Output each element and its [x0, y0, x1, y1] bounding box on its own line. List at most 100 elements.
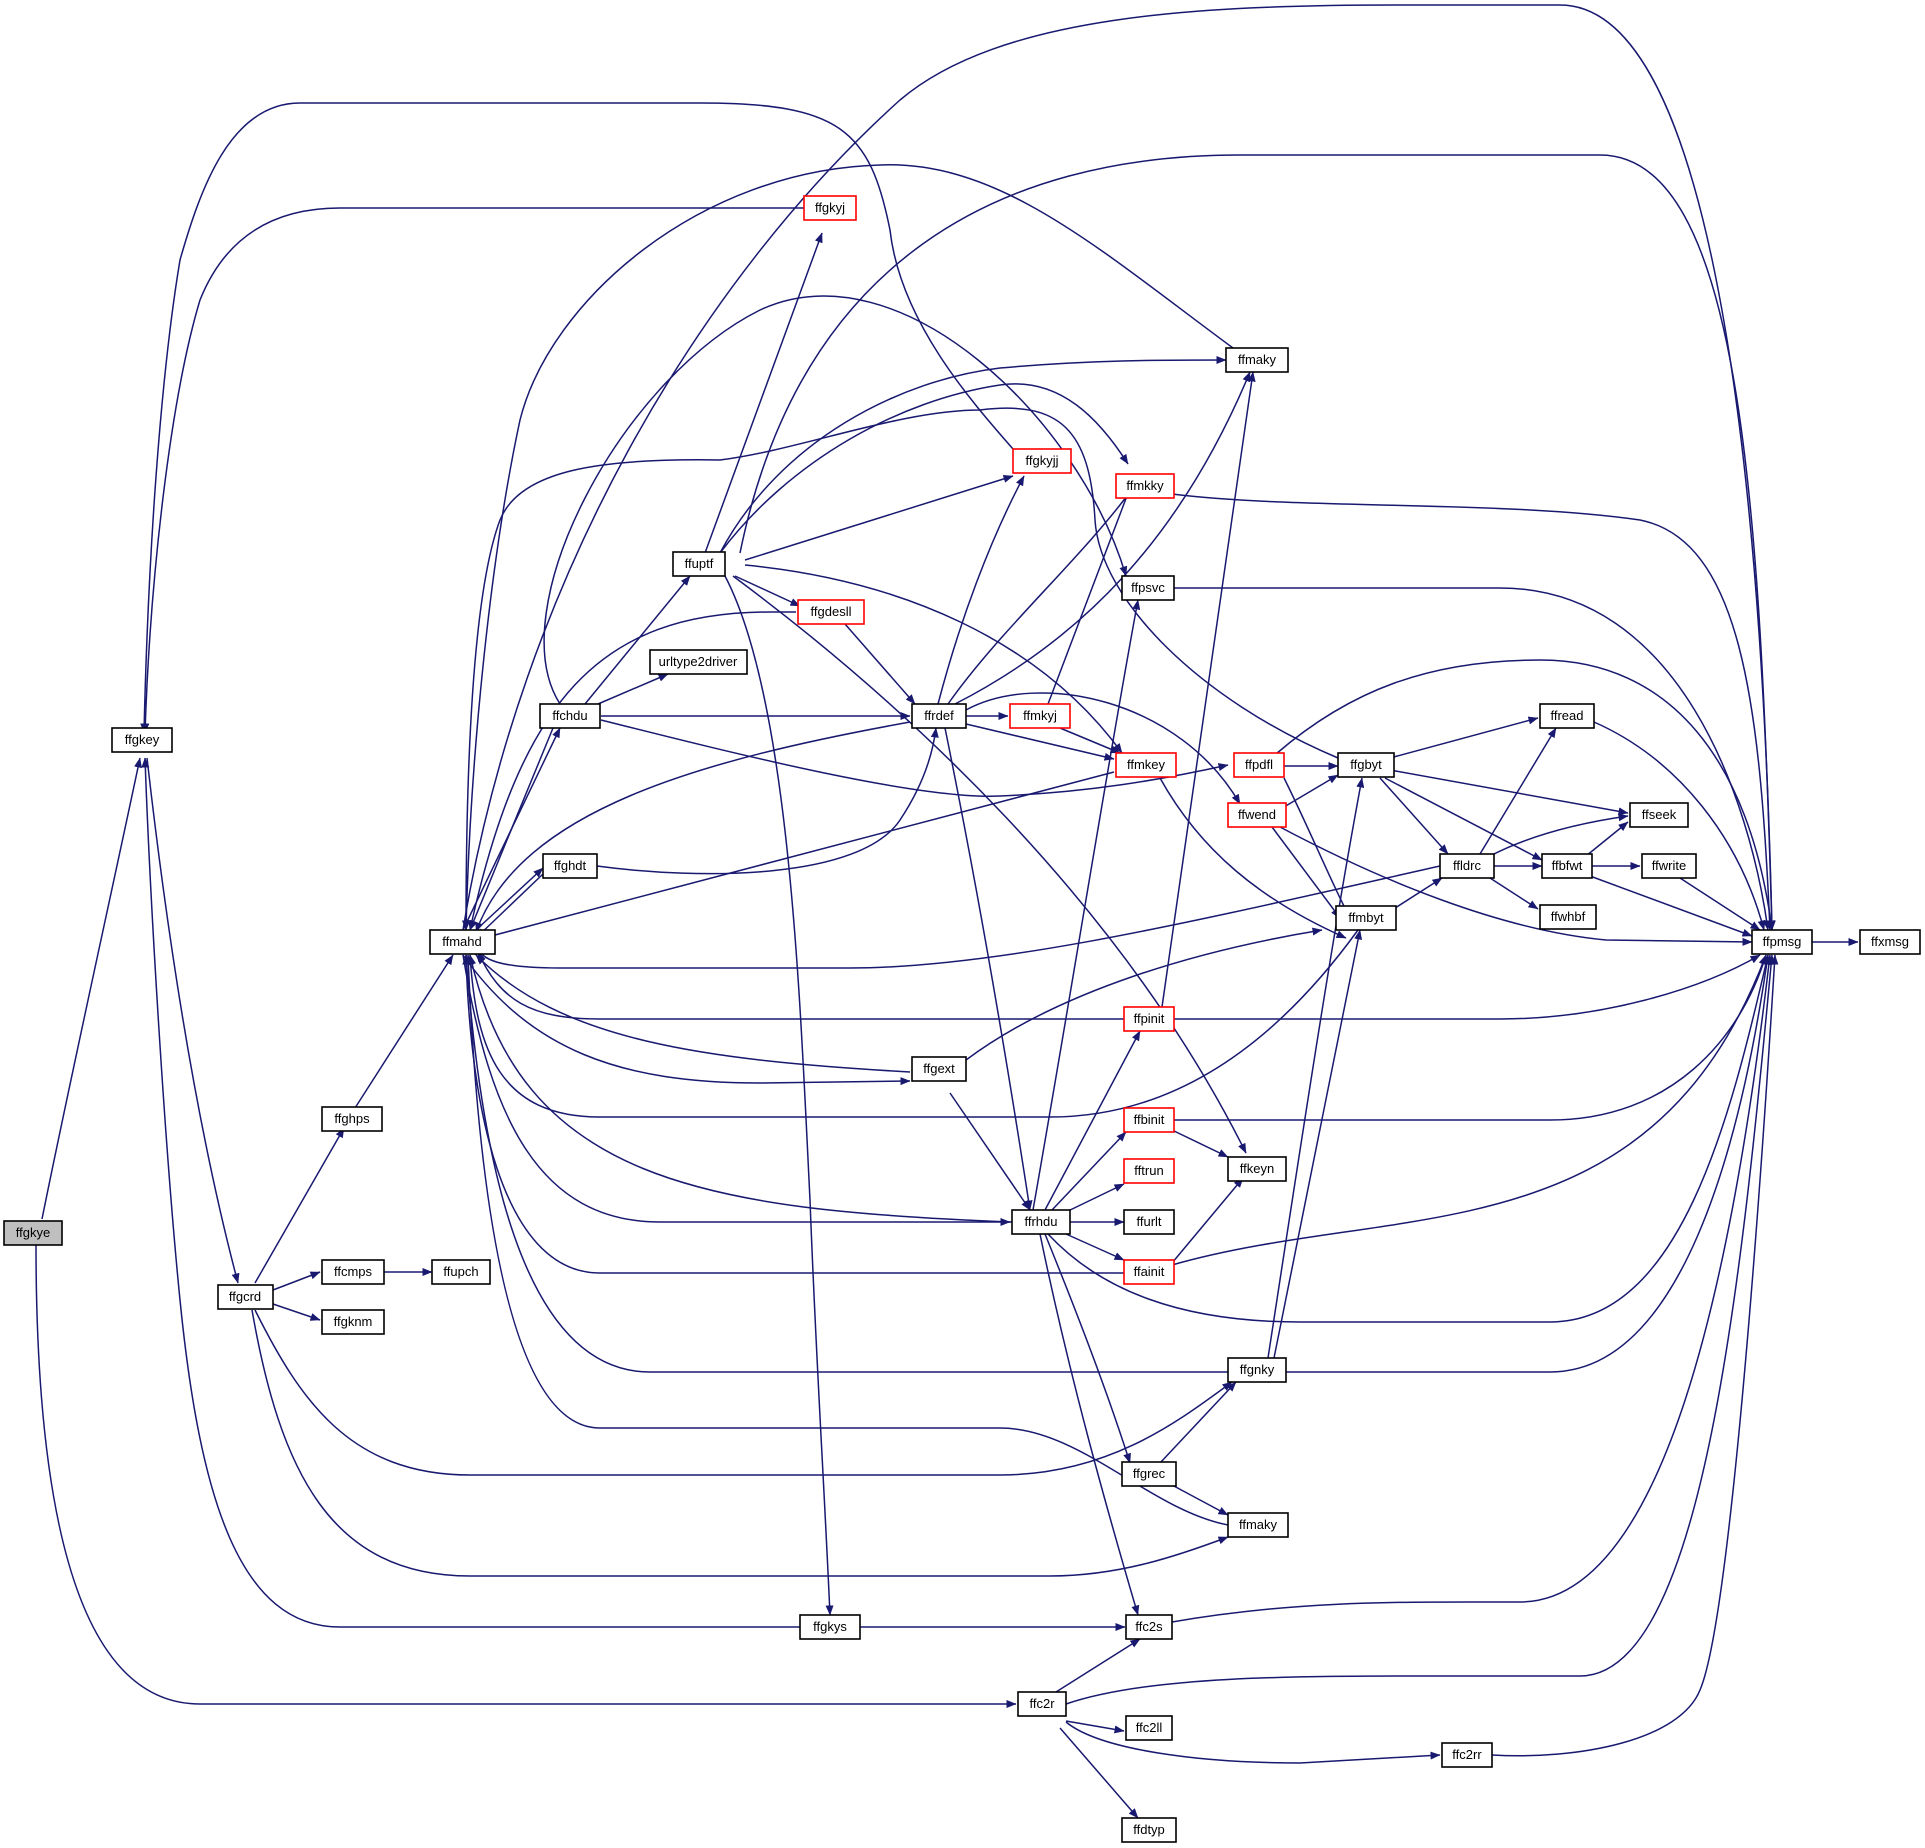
edge-ffmkey-ffmahd	[475, 771, 1115, 942]
node-ffuptf[interactable]: ffuptf	[672, 551, 726, 577]
node-ffgkys[interactable]: ffgkys	[799, 1614, 861, 1640]
node-ffgdesll[interactable]: ffgdesll	[797, 599, 865, 625]
node-ffgbyt[interactable]: ffgbyt	[1337, 752, 1395, 778]
node-ffxmsg[interactable]: ffxmsg	[1859, 929, 1921, 955]
node-ffmkyj[interactable]: ffmkyj	[1009, 703, 1071, 729]
edge-ffgnky-ffmahd	[462, 954, 1228, 1373]
edge-ffuptf-ffmkey	[744, 564, 1123, 754]
node-ffmahd[interactable]: ffmahd	[429, 929, 496, 955]
edge-ffuptf-ffmaky-top	[719, 356, 1227, 554]
edge-ffmaky-bottom-ffmahd	[464, 954, 1229, 1526]
edge-ffbinit-ffpmsg	[1172, 954, 1768, 1121]
edge-ffuptf-ffgkyjj	[744, 475, 1014, 561]
node-ffghdt[interactable]: ffghdt	[542, 853, 598, 879]
edge-ffrhdu-ffpinit	[1044, 1030, 1141, 1211]
svg-text:ffldrc: ffldrc	[1453, 858, 1481, 873]
node-ffwhbf[interactable]: ffwhbf	[1539, 904, 1597, 930]
node-ffgrec[interactable]: ffgrec	[1121, 1461, 1177, 1487]
edge-ffgrec-ffmaky-bottom	[1171, 1484, 1229, 1516]
node-ffgcrd[interactable]: ffgcrd	[217, 1284, 274, 1310]
edge-ffgnky-ffpmsg	[1286, 954, 1771, 1373]
svg-text:ffwend: ffwend	[1238, 807, 1276, 822]
edge-ffpdfl-ffpmsg	[1275, 659, 1775, 931]
node-ffc2rr[interactable]: ffc2rr	[1441, 1742, 1493, 1768]
svg-text:ffseek: ffseek	[1642, 807, 1677, 822]
edge-ffmahd-ffpmsg	[462, 4, 1776, 931]
node-ffrdef[interactable]: ffrdef	[911, 703, 967, 729]
node-ffc2ll[interactable]: ffc2ll	[1125, 1715, 1173, 1741]
node-ffcmps[interactable]: ffcmps	[321, 1259, 385, 1285]
node-ffc2s[interactable]: ffc2s	[1125, 1614, 1173, 1640]
node-ffpinit[interactable]: ffpinit	[1123, 1006, 1175, 1032]
node-urltype2driver[interactable]: urltype2driver	[649, 649, 748, 675]
node-ffread[interactable]: ffread	[1539, 703, 1595, 729]
edge-ffrdef-ffmkey	[965, 723, 1115, 761]
node-ffgext[interactable]: ffgext	[911, 1056, 967, 1082]
node-ffmkky[interactable]: ffmkky	[1115, 473, 1175, 499]
svg-text:ffmahd: ffmahd	[442, 934, 482, 949]
svg-text:ffrdef: ffrdef	[924, 708, 954, 723]
node-ffurlt[interactable]: ffurlt	[1123, 1209, 1175, 1235]
edge-ffwrite-ffpmsg	[1679, 877, 1761, 931]
node-ffpdfl[interactable]: ffpdfl	[1233, 752, 1285, 778]
node-ffkeyn[interactable]: ffkeyn	[1227, 1156, 1287, 1182]
edge-ffrhdu-ffgrec	[1044, 1233, 1131, 1464]
node-fftrun[interactable]: fftrun	[1123, 1158, 1175, 1184]
node-ffbfwt[interactable]: ffbfwt	[1541, 853, 1593, 879]
edge-ffgcrd-ffgnky	[254, 1309, 1233, 1476]
node-ffrhdu[interactable]: ffrhdu	[1011, 1209, 1071, 1235]
node-ffgkyj[interactable]: ffgkyj	[803, 195, 857, 221]
edge-ffuptf-ffkeyn	[732, 575, 1247, 1154]
edge-ffgcrd-ffgknm	[272, 1303, 321, 1321]
edge-ffgdesll-ffmahd	[468, 611, 796, 931]
edge-ffmkey-ffmbyt	[1159, 777, 1347, 939]
edge-ffbfwt-ffseek	[1585, 821, 1629, 857]
svg-text:ffmaky: ffmaky	[1239, 1517, 1278, 1532]
node-ffmbyt[interactable]: ffmbyt	[1335, 905, 1397, 931]
svg-text:ffghdt: ffghdt	[554, 858, 587, 873]
svg-text:ffcmps: ffcmps	[334, 1264, 373, 1279]
node-ffmaky-top[interactable]: ffmaky	[1225, 347, 1289, 373]
svg-text:ffpdfl: ffpdfl	[1245, 757, 1273, 772]
edge-ffldrc-ffwhbf	[1489, 877, 1539, 910]
svg-text:urltype2driver: urltype2driver	[659, 654, 738, 669]
node-ffgkye[interactable]: ffgkye	[3, 1220, 63, 1246]
node-ffgnky[interactable]: ffgnky	[1227, 1357, 1287, 1383]
node-ffdtyp[interactable]: ffdtyp	[1121, 1817, 1177, 1843]
node-ffmkey[interactable]: ffmkey	[1115, 752, 1177, 778]
edge-ffwend-ffpmsg	[1279, 826, 1753, 946]
node-ffpsvc[interactable]: ffpsvc	[1121, 575, 1175, 601]
node-ffldrc[interactable]: ffldrc	[1439, 853, 1495, 879]
edge-ffwend-ffmbyt	[1271, 826, 1341, 919]
edge-ffgbyt-ffmahd	[462, 407, 1339, 931]
svg-text:ffchdu: ffchdu	[552, 708, 587, 723]
node-ffwend[interactable]: ffwend	[1227, 802, 1287, 828]
svg-text:ffkeyn: ffkeyn	[1240, 1161, 1274, 1176]
svg-text:ffpsvc: ffpsvc	[1131, 580, 1165, 595]
node-ffwrite[interactable]: ffwrite	[1641, 853, 1697, 879]
edge-ffc2r-ffc2rr	[1065, 1721, 1441, 1764]
node-ffgkyjj[interactable]: ffgkyjj	[1012, 448, 1072, 474]
node-ffghps[interactable]: ffghps	[321, 1106, 383, 1132]
node-ffgknm[interactable]: ffgknm	[321, 1309, 385, 1335]
node-ffgkey[interactable]: ffgkey	[111, 727, 173, 753]
node-ffchdu[interactable]: ffchdu	[539, 703, 601, 729]
edge-ffpdfl-ffmbyt	[1283, 777, 1351, 919]
edge-ffrhdu-fftrun	[1065, 1183, 1125, 1213]
node-ffpmsg[interactable]: ffpmsg	[1751, 929, 1813, 955]
edge-ffpinit-ffpmsg	[1172, 954, 1761, 1020]
edge-ffgbyt-ffbfwt	[1384, 777, 1543, 861]
node-ffbinit[interactable]: ffbinit	[1123, 1107, 1175, 1133]
edge-ffc2r-ffc2s	[1055, 1638, 1141, 1693]
edge-ffghdt-ffmahd	[475, 873, 544, 939]
node-ffainit[interactable]: ffainit	[1123, 1259, 1175, 1285]
node-ffmaky-bottom[interactable]: ffmaky	[1227, 1512, 1289, 1538]
node-ffc2r[interactable]: ffc2r	[1017, 1691, 1067, 1717]
node-ffupch[interactable]: ffupch	[431, 1259, 491, 1285]
svg-text:ffgkye: ffgkye	[16, 1225, 50, 1240]
edge-ffpsvc-ffpmsg	[1172, 587, 1771, 931]
svg-text:ffghps: ffghps	[334, 1111, 370, 1126]
edge-ffrdef-ffmaky-top	[954, 371, 1251, 705]
svg-text:ffuptf: ffuptf	[685, 556, 714, 571]
node-ffseek[interactable]: ffseek	[1629, 802, 1689, 828]
